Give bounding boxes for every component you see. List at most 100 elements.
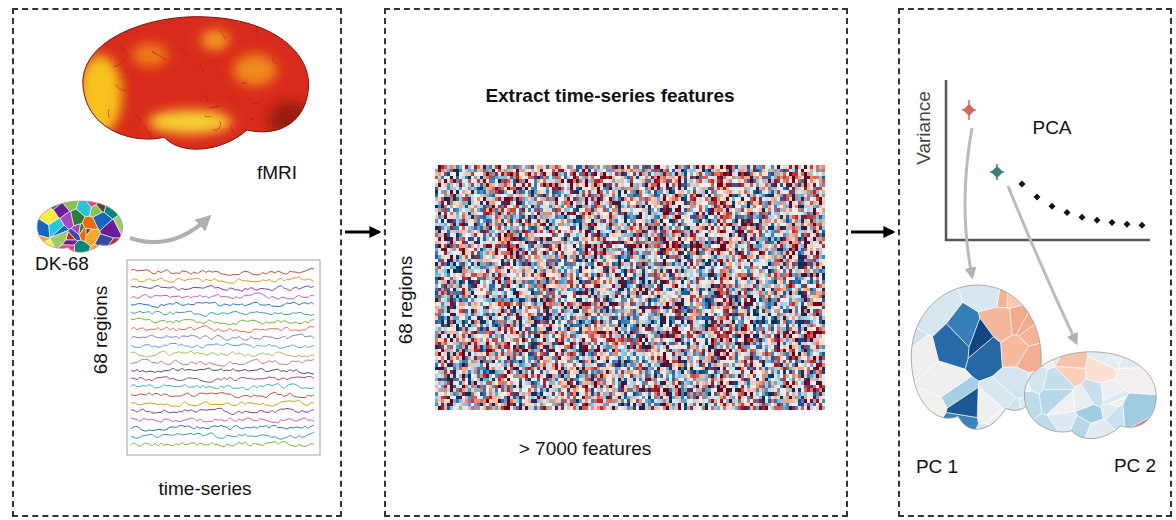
timeseries-line bbox=[131, 359, 314, 366]
parcel bbox=[932, 324, 969, 370]
parcel bbox=[86, 228, 91, 236]
parcel bbox=[905, 335, 938, 384]
timeseries-line bbox=[131, 441, 314, 446]
scree-point bbox=[1109, 219, 1116, 226]
sulcus-line bbox=[148, 133, 151, 139]
parcel bbox=[905, 282, 963, 337]
parcel bbox=[1085, 356, 1117, 383]
activation-blob bbox=[233, 54, 277, 86]
dashed-panel: Extract time-series features68 regions> … bbox=[384, 8, 848, 517]
activation-blob bbox=[132, 43, 168, 67]
pc2-brain bbox=[1018, 350, 1160, 445]
component-label: PC 2 bbox=[1114, 455, 1156, 477]
timeseries-line bbox=[131, 326, 314, 333]
parcel bbox=[1010, 302, 1034, 335]
sulcus-line bbox=[145, 125, 152, 133]
flow-arrow bbox=[345, 231, 379, 234]
sulcus-line bbox=[152, 52, 166, 60]
figure-art bbox=[33, 14, 1160, 455]
modality-label: fMRI bbox=[257, 162, 297, 184]
timeseries-line bbox=[131, 351, 314, 357]
timeseries-frame bbox=[127, 260, 320, 455]
activation-blob bbox=[148, 110, 232, 134]
scree-point bbox=[1019, 181, 1026, 188]
method-label: PCA bbox=[1032, 117, 1071, 139]
feature-heatmap bbox=[435, 165, 825, 410]
error-bar bbox=[990, 164, 1004, 180]
parcel bbox=[1043, 367, 1075, 390]
sulcus-line bbox=[273, 55, 278, 64]
sulcus-line bbox=[135, 114, 140, 123]
scree-point bbox=[1079, 214, 1086, 221]
sulcus-line bbox=[197, 63, 203, 72]
scree-point bbox=[1034, 193, 1041, 200]
dashed-panel: fMRI DK-6868 regions time-series bbox=[12, 8, 342, 517]
sulcus-line bbox=[242, 83, 247, 84]
parcel bbox=[1108, 396, 1126, 406]
brain-outline bbox=[37, 201, 122, 252]
scree-point bbox=[1064, 209, 1071, 216]
sulcus-line bbox=[108, 110, 110, 118]
brain-outline bbox=[83, 17, 309, 149]
sulcus-line bbox=[250, 118, 253, 120]
parcel bbox=[946, 388, 978, 418]
parcel bbox=[106, 238, 125, 256]
atlas-label: DK-68 bbox=[35, 253, 89, 275]
parcel bbox=[1131, 412, 1160, 445]
scree-point bbox=[1124, 221, 1131, 228]
parcel bbox=[968, 318, 993, 358]
flow-arrow bbox=[851, 231, 893, 234]
parcel bbox=[1055, 350, 1088, 368]
parcel bbox=[1009, 407, 1024, 428]
parcel bbox=[68, 228, 81, 240]
atlas-brain bbox=[33, 200, 125, 256]
timeseries-line bbox=[131, 286, 314, 292]
sulcus-line bbox=[253, 102, 260, 104]
parcel bbox=[1036, 350, 1046, 365]
pointer-arrow bbox=[965, 128, 972, 276]
plot-axes bbox=[946, 80, 1150, 240]
timeseries-line bbox=[131, 425, 314, 431]
parcel bbox=[1119, 350, 1144, 368]
sulcus-line bbox=[213, 121, 221, 130]
brain-outline bbox=[1024, 352, 1156, 439]
scree-point bbox=[1049, 203, 1056, 210]
panel-title: Extract time-series features bbox=[485, 85, 734, 107]
activation-blob bbox=[201, 30, 229, 50]
axis-label: time-series bbox=[159, 478, 252, 500]
timeseries-line bbox=[131, 392, 314, 398]
axis-label: 68 regions bbox=[90, 286, 112, 375]
scree-point bbox=[1094, 217, 1101, 224]
parcel bbox=[113, 210, 125, 240]
sulcus-line bbox=[113, 60, 123, 67]
parcel bbox=[1007, 282, 1045, 308]
timeseries-line bbox=[131, 433, 314, 440]
timeseries-line bbox=[131, 384, 314, 390]
parcel bbox=[1017, 424, 1045, 440]
timeseries-line bbox=[131, 376, 314, 382]
error-bar bbox=[962, 100, 976, 120]
parcel bbox=[1101, 379, 1125, 401]
axis-label: Variance bbox=[913, 91, 935, 165]
axis-label: > 7000 features bbox=[519, 438, 652, 460]
timeseries-line bbox=[131, 368, 314, 374]
brain-outline bbox=[911, 285, 1041, 429]
scree-points bbox=[1019, 181, 1146, 229]
timeseries-line bbox=[131, 408, 314, 414]
brain-surface bbox=[72, 14, 315, 159]
timeseries-lines bbox=[131, 269, 314, 447]
pointer-arrow bbox=[1008, 186, 1076, 342]
timeseries-line bbox=[131, 311, 314, 316]
parcel bbox=[1018, 423, 1049, 445]
timeseries-line bbox=[131, 318, 314, 325]
pc2-point bbox=[991, 166, 1003, 178]
sulcus-line bbox=[181, 48, 187, 55]
parcel bbox=[905, 421, 925, 440]
component-label: PC 1 bbox=[916, 456, 958, 478]
timeseries-line bbox=[131, 334, 314, 340]
sulcus-line bbox=[231, 126, 235, 134]
sulcus-line bbox=[209, 106, 219, 108]
parcel bbox=[62, 240, 78, 245]
parcel bbox=[71, 209, 85, 226]
